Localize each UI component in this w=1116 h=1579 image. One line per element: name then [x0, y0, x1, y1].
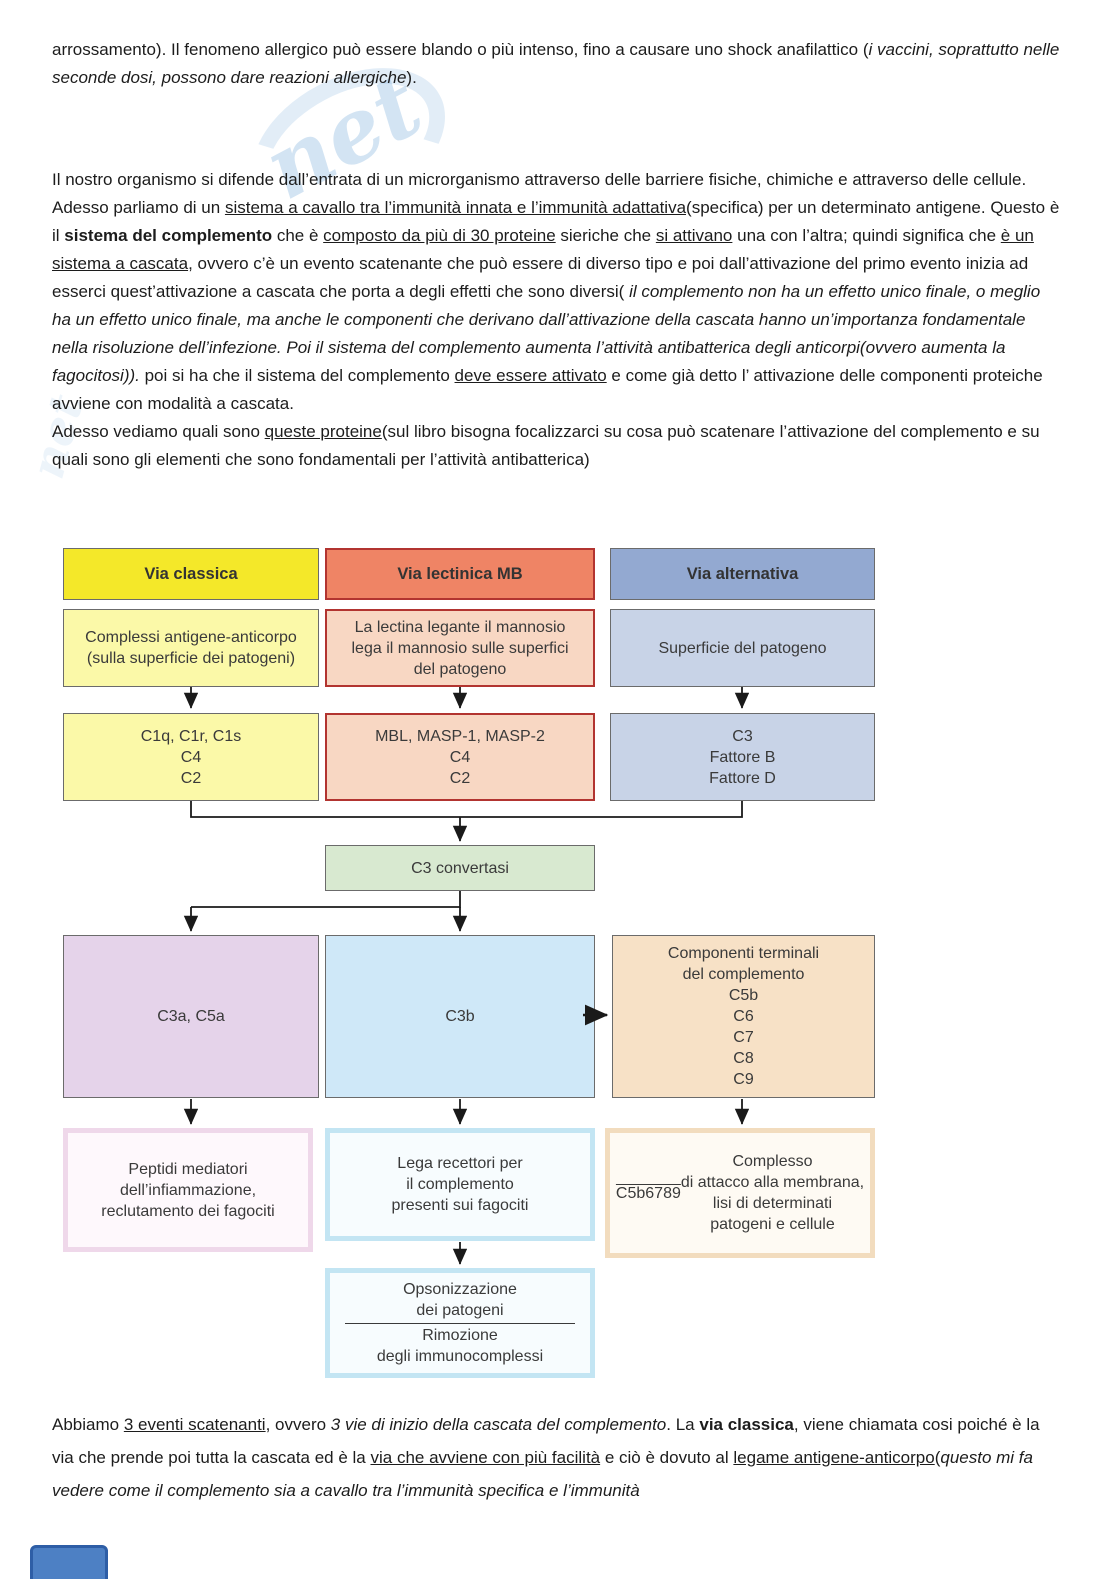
- header-via-alternativa: Via alternativa: [610, 548, 875, 600]
- box-c3b: C3b: [325, 935, 595, 1098]
- box-classical-trigger: Complessi antigene-anticorpo (sulla supe…: [63, 609, 319, 687]
- paragraph-allergy: arrossamento). Il fenomeno allergico può…: [52, 40, 1060, 87]
- paragraph-proteins-intro: Adesso vediamo quali sono queste protein…: [52, 422, 1040, 469]
- label-immunocomplex-removal: Rimozione degli immunocomplessi: [376, 1327, 544, 1366]
- label-opsonization: Opsonizzazione dei patogeni: [403, 1280, 517, 1319]
- box-c3a-c5a: C3a, C5a: [63, 935, 319, 1098]
- paragraph-bottom-block: Abbiamo 3 eventi scatenanti, ovvero 3 vi…: [52, 1408, 1062, 1507]
- header-via-classica: Via classica: [63, 548, 319, 600]
- paragraph-trigger-events: Abbiamo 3 eventi scatenanti, ovvero 3 vi…: [52, 1415, 1040, 1500]
- box-complement-receptors: Lega recettori per il complemento presen…: [325, 1128, 595, 1241]
- paragraph-complement-system: Adesso parliamo di un sistema a cavallo …: [52, 198, 1060, 413]
- paragraph-main-block: Il nostro organismo si difende dall’entr…: [52, 166, 1062, 474]
- box-alternative-trigger: Superficie del patogeno: [610, 609, 875, 687]
- header-via-lectinica: Via lectinica MB: [325, 548, 595, 600]
- box-terminal-components: Componenti terminali del complemento C5b…: [612, 935, 875, 1098]
- box-alternative-components: C3 Fattore B Fattore D: [610, 713, 875, 801]
- paragraph-top-block: arrossamento). Il fenomeno allergico può…: [52, 36, 1062, 92]
- box-lectin-trigger: La lectina legante il mannosio lega il m…: [325, 609, 595, 687]
- box-lectin-components: MBL, MASP-1, MASP-2 C4 C2: [325, 713, 595, 801]
- complement-pathways-flowchart: Via classica Via lectinica MB Via altern…: [0, 545, 1116, 1385]
- paragraph-barriers: Il nostro organismo si difende dall’entr…: [52, 170, 1027, 189]
- box-opsonization-removal: Opsonizzazione dei patogeni Rimozione de…: [325, 1268, 595, 1378]
- box-inflammation-peptides: Peptidi mediatori dell’infiammazione, re…: [63, 1128, 313, 1252]
- box-c3-convertase: C3 convertasi: [325, 845, 595, 891]
- box-classical-components: C1q, C1r, C1s C4 C2: [63, 713, 319, 801]
- watermark-corner-logo: [30, 1545, 108, 1579]
- divider-line: [345, 1322, 575, 1324]
- box-membrane-attack-complex: C5b6789 Complesso di attacco alla membra…: [605, 1128, 875, 1258]
